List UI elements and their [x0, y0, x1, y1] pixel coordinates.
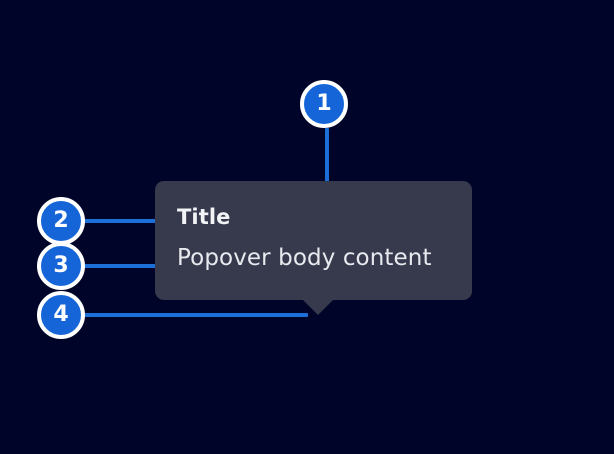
callout-marker-2[interactable]: 2 — [37, 197, 85, 245]
popover-arrow-icon — [302, 299, 334, 315]
callout-marker-1[interactable]: 1 — [300, 80, 348, 128]
leader-line-4 — [84, 313, 308, 317]
leader-line-1 — [325, 128, 329, 200]
callout-marker-4[interactable]: 4 — [37, 291, 85, 339]
popover-header: Title — [177, 205, 231, 229]
callout-marker-3[interactable]: 3 — [37, 242, 85, 290]
leader-line-2 — [84, 219, 172, 223]
popover-body: Popover body content — [177, 245, 432, 271]
popover-container: Title Popover body content — [155, 181, 472, 315]
leader-line-3 — [84, 264, 174, 268]
